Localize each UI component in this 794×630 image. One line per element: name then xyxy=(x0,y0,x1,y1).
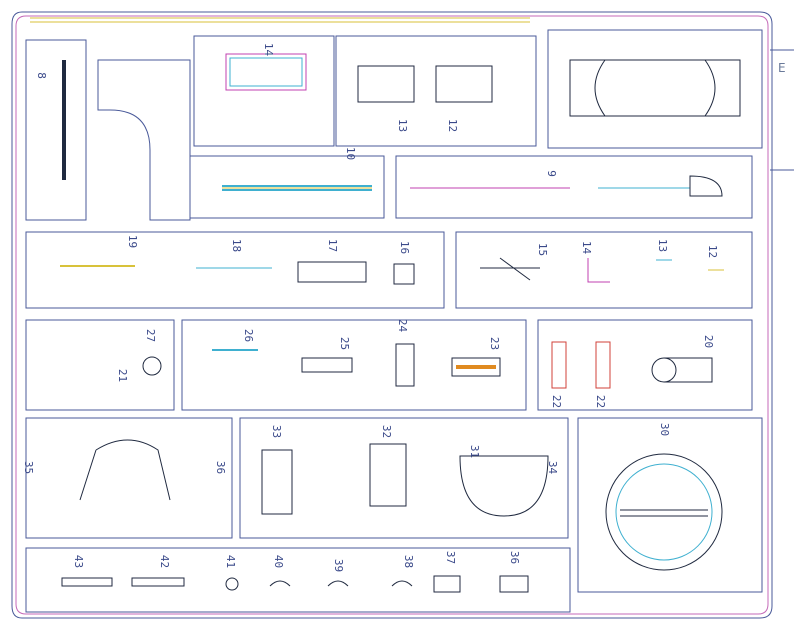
label-part-12b: 12 xyxy=(706,244,720,259)
label-part-40: 40 xyxy=(272,554,286,569)
part-13-box xyxy=(357,65,415,103)
panel-row6-a xyxy=(25,547,571,613)
label-part-18: 18 xyxy=(230,238,244,253)
label-part-37: 37 xyxy=(444,550,458,565)
label-part-17: 17 xyxy=(326,238,340,253)
part-31-bowl xyxy=(459,455,549,517)
top-gate xyxy=(30,17,530,23)
linkage-part-15 xyxy=(480,257,540,281)
spring-part-22 xyxy=(551,341,567,389)
label-part-24: 24 xyxy=(396,318,410,333)
panel-row4-a xyxy=(25,319,175,411)
label-part-39: 39 xyxy=(332,558,346,573)
panel-row1-arch xyxy=(97,59,191,221)
label-part-10: 10 xyxy=(344,146,358,161)
label-part-33: 33 xyxy=(270,424,284,439)
part-16-shape xyxy=(393,263,415,285)
panel-row1-b xyxy=(335,35,537,147)
wheel-part-30-inner xyxy=(615,463,713,561)
label-part-38: 38 xyxy=(402,554,416,569)
label-part-36b: 36 xyxy=(508,550,522,565)
clip-part-40 xyxy=(269,580,291,587)
part-10-box xyxy=(569,59,741,117)
sprue-tag-box xyxy=(770,49,794,171)
panel-row5-b xyxy=(239,417,569,539)
wheel-part-30-slot xyxy=(620,509,708,517)
tube-part-24 xyxy=(395,343,415,387)
label-part-31: 31 xyxy=(468,444,482,459)
label-part-14: 14 xyxy=(262,42,276,57)
panel-row3-a xyxy=(25,231,445,309)
label-part-32: 32 xyxy=(380,424,394,439)
part-14-inner xyxy=(229,57,303,87)
sprue-tag-letter: E xyxy=(778,61,786,75)
label-part-21: 21 xyxy=(116,368,130,383)
panel-row4-b xyxy=(181,319,527,411)
part-10-arc-right xyxy=(704,59,716,117)
panel-row5-c xyxy=(577,417,763,593)
panel-row2-b xyxy=(395,155,753,219)
cylinder-part-25 xyxy=(301,357,353,373)
label-part-20: 20 xyxy=(702,334,716,349)
label-part-13b: 13 xyxy=(656,238,670,253)
part-12-box xyxy=(435,65,493,103)
panel-row4-c xyxy=(537,319,753,411)
label-part-42: 42 xyxy=(158,554,172,569)
panel-row1-a xyxy=(193,35,335,147)
panel-row5-a xyxy=(25,417,233,539)
part-17-frame xyxy=(297,261,367,283)
clip-part-39 xyxy=(327,580,349,587)
label-part-15: 15 xyxy=(536,242,550,257)
block-part-36b xyxy=(499,575,529,593)
part-33-box xyxy=(261,449,293,515)
crank-part-20 xyxy=(651,357,677,383)
ring-part-21 xyxy=(142,356,162,376)
label-part-12: 12 xyxy=(446,118,460,133)
part-32-box xyxy=(369,443,407,507)
strip-part-43 xyxy=(61,577,113,587)
label-part-25: 25 xyxy=(338,336,352,351)
spring-part-22b xyxy=(595,341,611,389)
label-part-8: 8 xyxy=(34,72,48,79)
label-part-23: 23 xyxy=(488,336,502,351)
panel-row1-c xyxy=(547,29,763,149)
label-part-34: 34 xyxy=(546,460,560,475)
label-part-30: 30 xyxy=(658,422,672,437)
label-part-19: 19 xyxy=(126,234,140,249)
disc-part-41 xyxy=(225,577,239,591)
crank-part-20-arm xyxy=(664,357,713,383)
clip-part-38 xyxy=(391,580,413,587)
sprue-frame-inner xyxy=(15,15,769,615)
label-part-35: 35 xyxy=(22,460,36,475)
part-14b-rod xyxy=(587,258,610,283)
label-part-13: 13 xyxy=(396,118,410,133)
strip-part-42 xyxy=(131,577,185,587)
label-part-14b: 14 xyxy=(580,240,594,255)
label-part-26: 26 xyxy=(242,328,256,343)
label-part-22b: 22 xyxy=(594,394,608,409)
part-14-box xyxy=(225,53,307,91)
label-part-41: 41 xyxy=(224,554,238,569)
label-part-36: 36 xyxy=(214,460,228,475)
bell-part-8 xyxy=(689,175,723,197)
block-part-37 xyxy=(433,575,461,593)
label-part-43: 43 xyxy=(72,554,86,569)
part-10-arc-left xyxy=(594,59,606,117)
sprue-frame xyxy=(11,11,773,619)
plate-part-23 xyxy=(451,357,501,377)
label-part-16: 16 xyxy=(398,240,412,255)
panel-row2-a xyxy=(189,155,385,219)
wheel-part-30-outer xyxy=(605,453,723,571)
panel-row1-left xyxy=(25,39,87,221)
label-part-22: 22 xyxy=(550,394,564,409)
frame-part-35 xyxy=(79,439,171,501)
label-part-9: 9 xyxy=(544,170,558,177)
panel-row3-b xyxy=(455,231,753,309)
rail-part-10 xyxy=(222,185,372,191)
label-part-27: 27 xyxy=(144,328,158,343)
